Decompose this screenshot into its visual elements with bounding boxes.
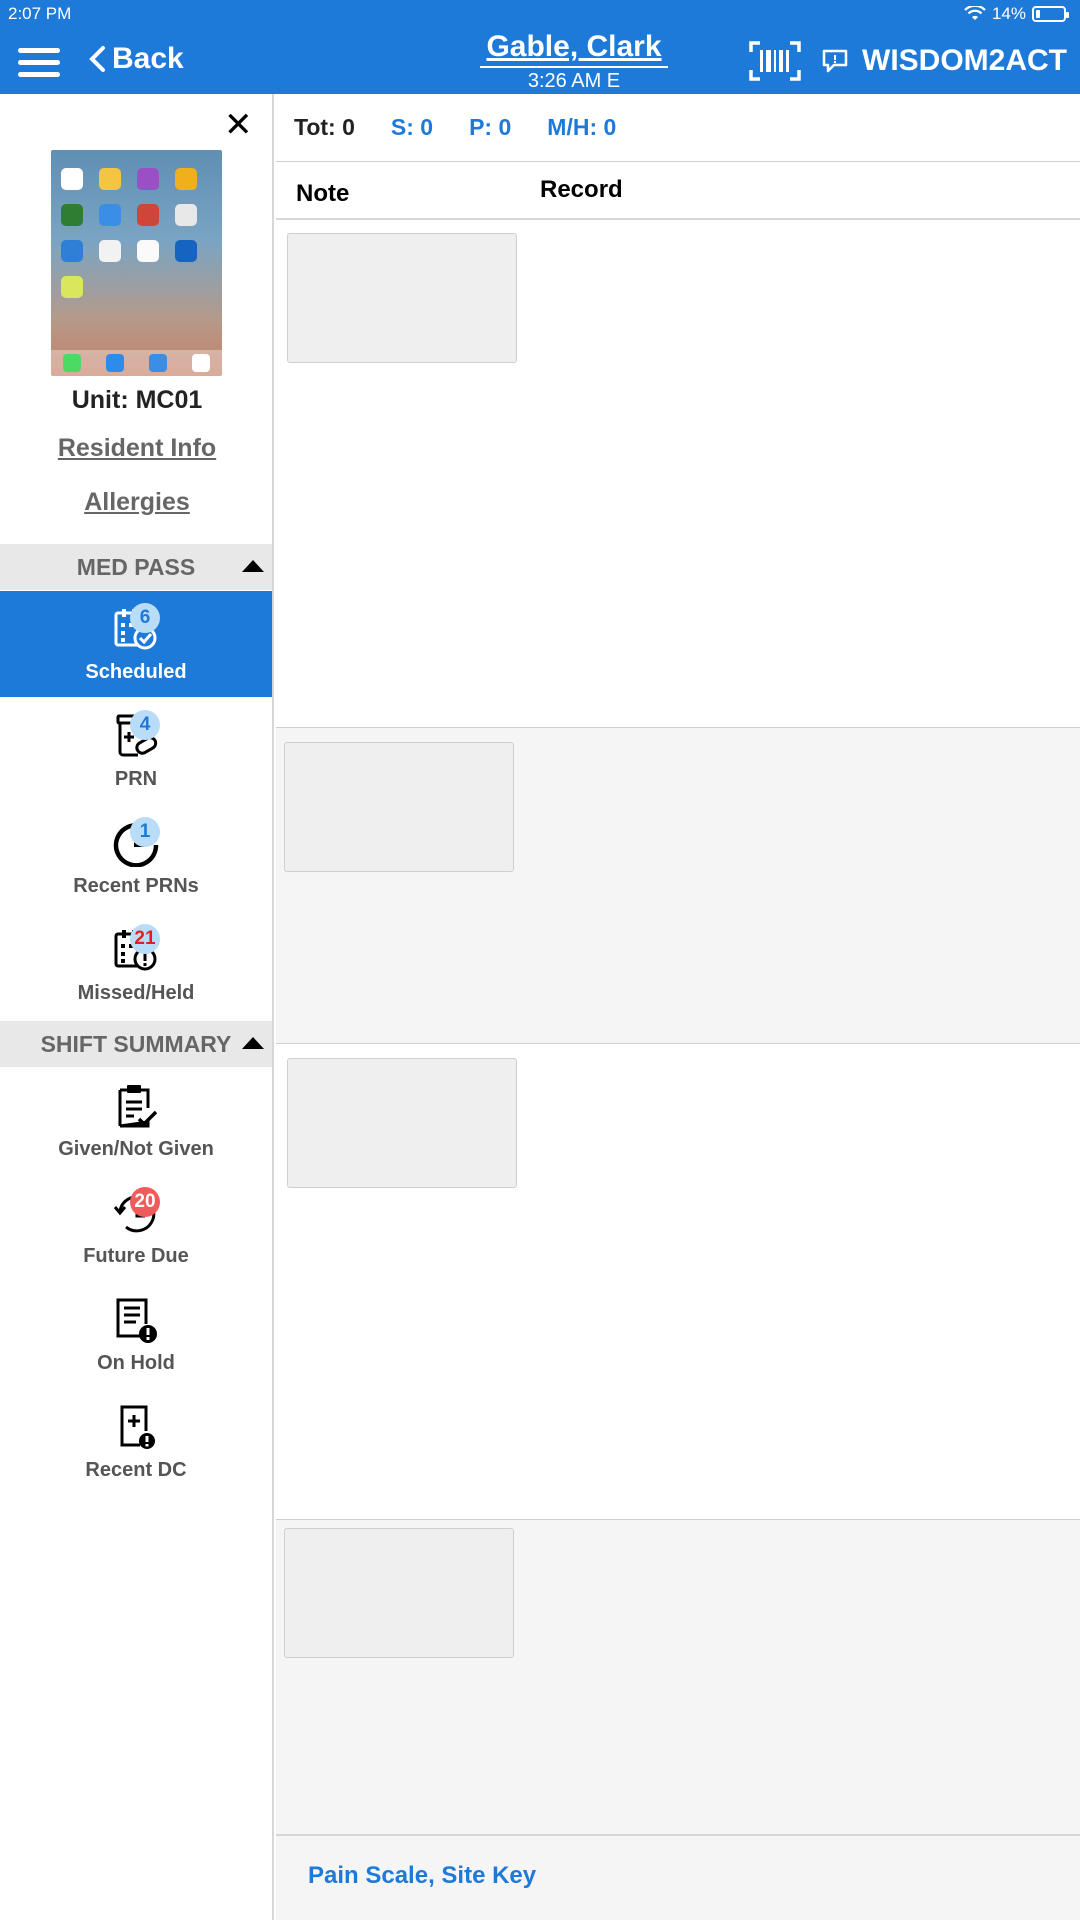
allergies-link[interactable]: Allergies (84, 488, 190, 516)
future-due-badge: 20 (130, 1187, 160, 1217)
patient-name[interactable]: Gable, Clark (486, 30, 662, 63)
barcode-icon (749, 41, 801, 81)
nav-recent-dc[interactable]: Recent DC (0, 1389, 272, 1495)
p-count[interactable]: P: 0 (469, 114, 512, 140)
footer-bar: Pain Scale, Site Key (276, 1834, 1080, 1920)
list-item[interactable] (276, 221, 1080, 728)
nav-label: Given/Not Given (58, 1138, 214, 1160)
nav-label: Scheduled (85, 661, 187, 683)
pain-scale-site-key-link[interactable]: Pain Scale, Site Key (308, 1862, 537, 1889)
nav-scheduled[interactable]: 6 Scheduled (0, 591, 272, 697)
patient-header[interactable]: Gable, Clark 3:26 AM E (480, 28, 668, 93)
close-icon[interactable]: ✕ (224, 106, 253, 144)
unit-label: Unit: MC01 (71, 386, 203, 414)
medical-doc-alert-icon (120, 1405, 155, 1449)
battery-icon (1032, 6, 1069, 22)
nav-label: PRN (114, 768, 158, 790)
nav-prn[interactable]: 4 PRN (0, 698, 272, 804)
status-right: 14% (964, 4, 1069, 24)
mh-count[interactable]: M/H: 0 (547, 114, 617, 140)
pill-bottle-icon (116, 714, 158, 757)
collapse-caret-icon (242, 560, 264, 572)
med-pass-header[interactable]: MED PASS (0, 544, 272, 590)
nav-label: Recent PRNs (73, 875, 199, 897)
clipboard-check-icon (118, 1085, 158, 1128)
document-alert-icon (116, 1298, 157, 1343)
shift-summary-title: SHIFT SUMMARY (40, 1030, 232, 1057)
prn-badge: 4 (130, 710, 160, 740)
list-item[interactable] (276, 728, 1080, 1044)
sidebar: ✕ Unit: MC01 Resident Info Allergies MED… (0, 94, 274, 1920)
message-icon (822, 49, 848, 73)
counts-bar: Tot: 0 S: 0 P: 0 M/H: 0 (276, 94, 1080, 162)
collapse-caret-icon (242, 1037, 264, 1049)
chevron-left-icon (89, 46, 105, 72)
nav-on-hold[interactable]: On Hold (0, 1282, 272, 1388)
resident-photo (51, 150, 222, 376)
scheduled-badge: 6 (130, 603, 160, 633)
status-bar: 2:07 PM 14% (0, 0, 1080, 28)
barcode-scan-button[interactable] (748, 40, 802, 82)
nav-recent-prns[interactable]: 1 Recent PRNs (0, 805, 272, 911)
nav-given-not-given[interactable]: Given/Not Given (0, 1068, 272, 1174)
back-button[interactable]: Back (88, 42, 184, 76)
nav-label: Missed/Held (77, 982, 195, 1004)
user-button[interactable]: WISDOM2ACT (822, 44, 1067, 78)
wifi-icon (964, 6, 986, 20)
missed-held-badge: 21 (130, 924, 160, 954)
status-time: 2:07 PM (8, 4, 72, 23)
shift-summary-header[interactable]: SHIFT SUMMARY (0, 1021, 272, 1067)
nav-future-due[interactable]: 20 Future Due (0, 1175, 272, 1281)
note-placeholder[interactable] (284, 1528, 514, 1658)
recent-prns-badge: 1 (130, 817, 160, 847)
record-column-header: Record (540, 176, 623, 203)
nav-label: Future Due (83, 1245, 189, 1267)
app-header: Back Gable, Clark 3:26 AM E WISDOM2ACT (0, 28, 1080, 94)
user-label: WISDOM2ACT (862, 44, 1067, 77)
s-count[interactable]: S: 0 (390, 114, 434, 140)
nav-label: Recent DC (85, 1459, 187, 1481)
column-header: Note Record (276, 162, 1080, 220)
note-placeholder[interactable] (284, 742, 514, 872)
patient-time: 3:26 AM E (480, 66, 668, 93)
list-item[interactable] (276, 1044, 1080, 1520)
menu-button[interactable] (18, 46, 62, 78)
note-column-header: Note (296, 180, 350, 207)
calendar-check-icon (114, 609, 157, 650)
nav-missed-held[interactable]: 21 Missed/Held (0, 912, 272, 1018)
battery-percent: 14% (991, 4, 1026, 23)
back-label: Back (112, 42, 184, 75)
note-placeholder[interactable] (287, 1058, 517, 1188)
resident-info-link[interactable]: Resident Info (57, 434, 217, 462)
list-item[interactable] (276, 1520, 1080, 1834)
nav-label: On Hold (97, 1352, 175, 1374)
main-content: Tot: 0 S: 0 P: 0 M/H: 0 Note Record Pain… (276, 94, 1080, 1920)
note-placeholder[interactable] (287, 233, 517, 363)
med-pass-title: MED PASS (76, 553, 196, 580)
total-count: Tot: 0 (294, 114, 355, 140)
